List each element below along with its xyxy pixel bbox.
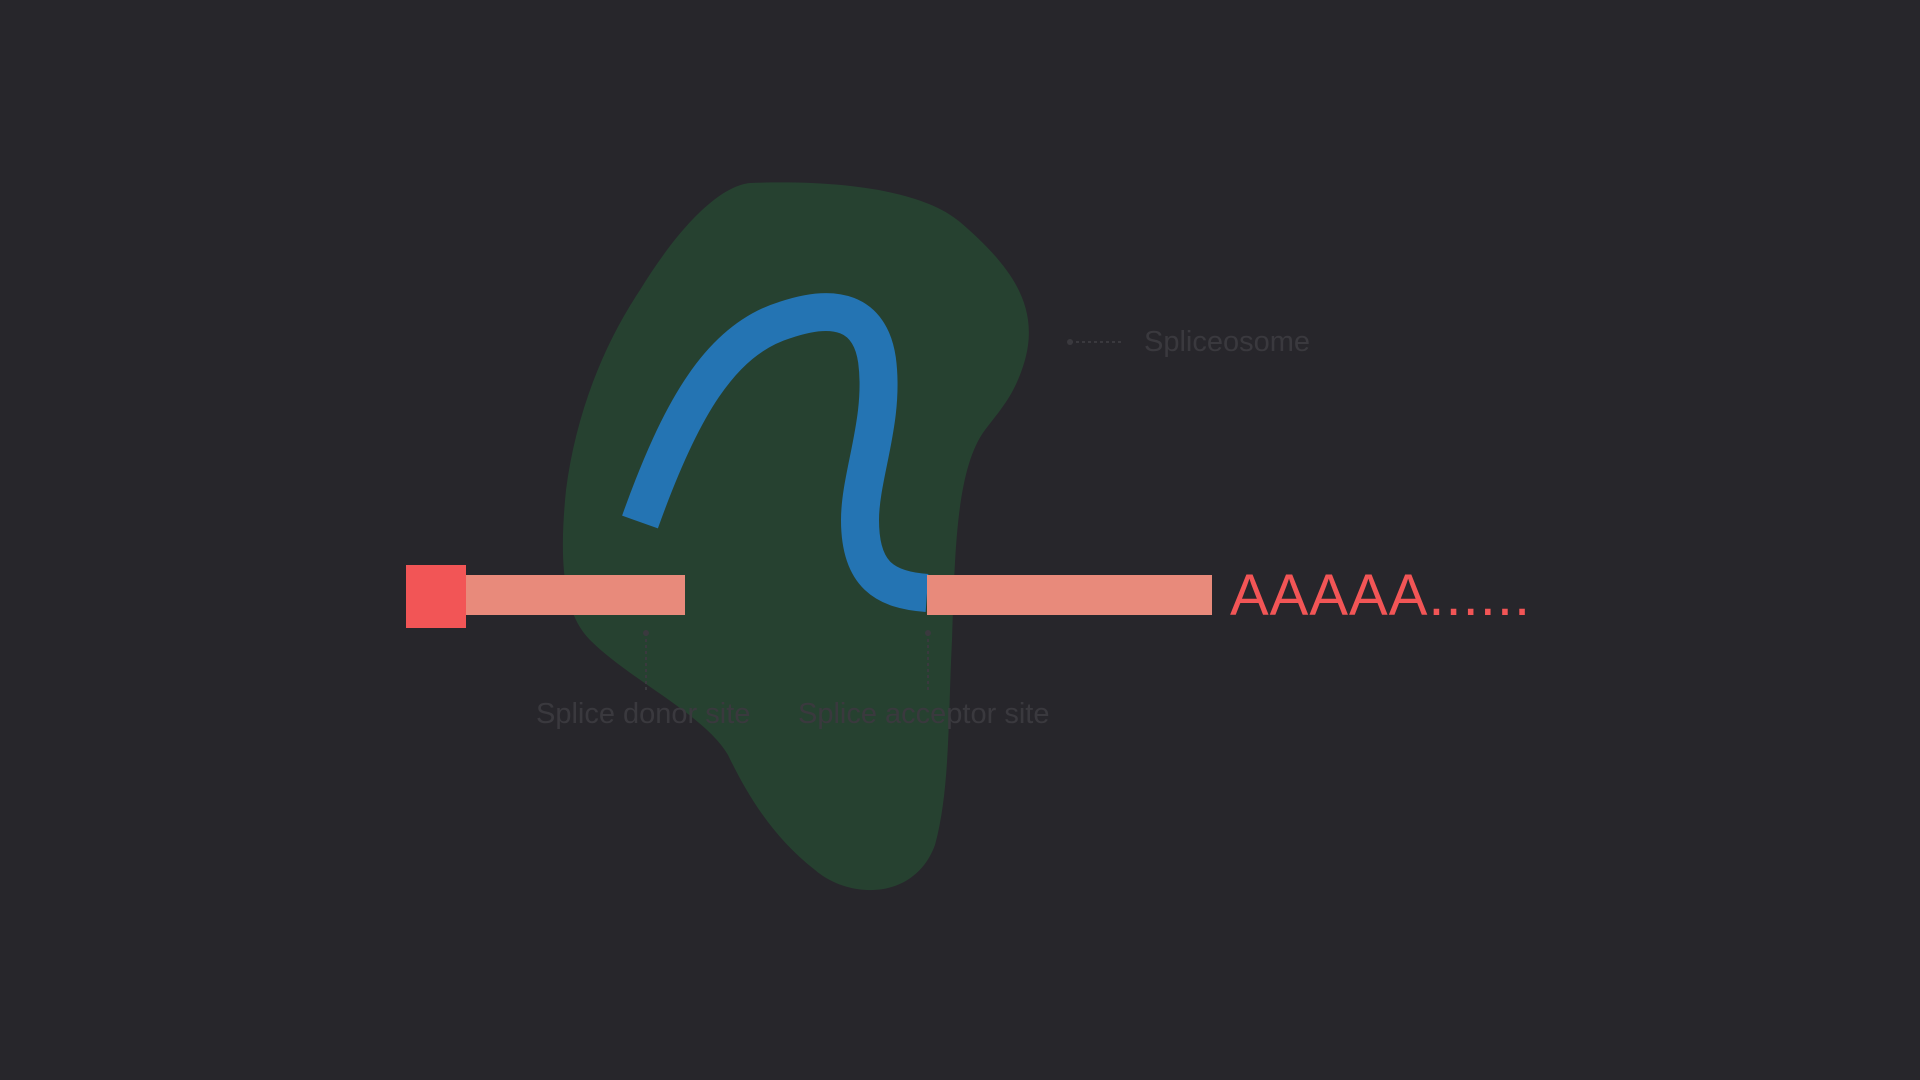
- spliceosome-shape: [562, 182, 1029, 891]
- donor-site-leader-dot: [643, 630, 649, 636]
- exon-1: [462, 575, 685, 615]
- acceptor-site-leader-dot: [925, 630, 931, 636]
- exon-2: [927, 575, 1212, 615]
- spliceosome-leader-dot: [1067, 339, 1073, 345]
- five-prime-cap: [406, 565, 466, 628]
- spliceosome-label: Spliceosome: [1144, 326, 1311, 358]
- poly-a-tail-label: AAAAA......: [1230, 563, 1532, 628]
- acceptor-site-label: Splice acceptor site: [798, 698, 1050, 730]
- donor-site-label: Splice donor site: [536, 698, 751, 730]
- intron-loop: [622, 293, 929, 612]
